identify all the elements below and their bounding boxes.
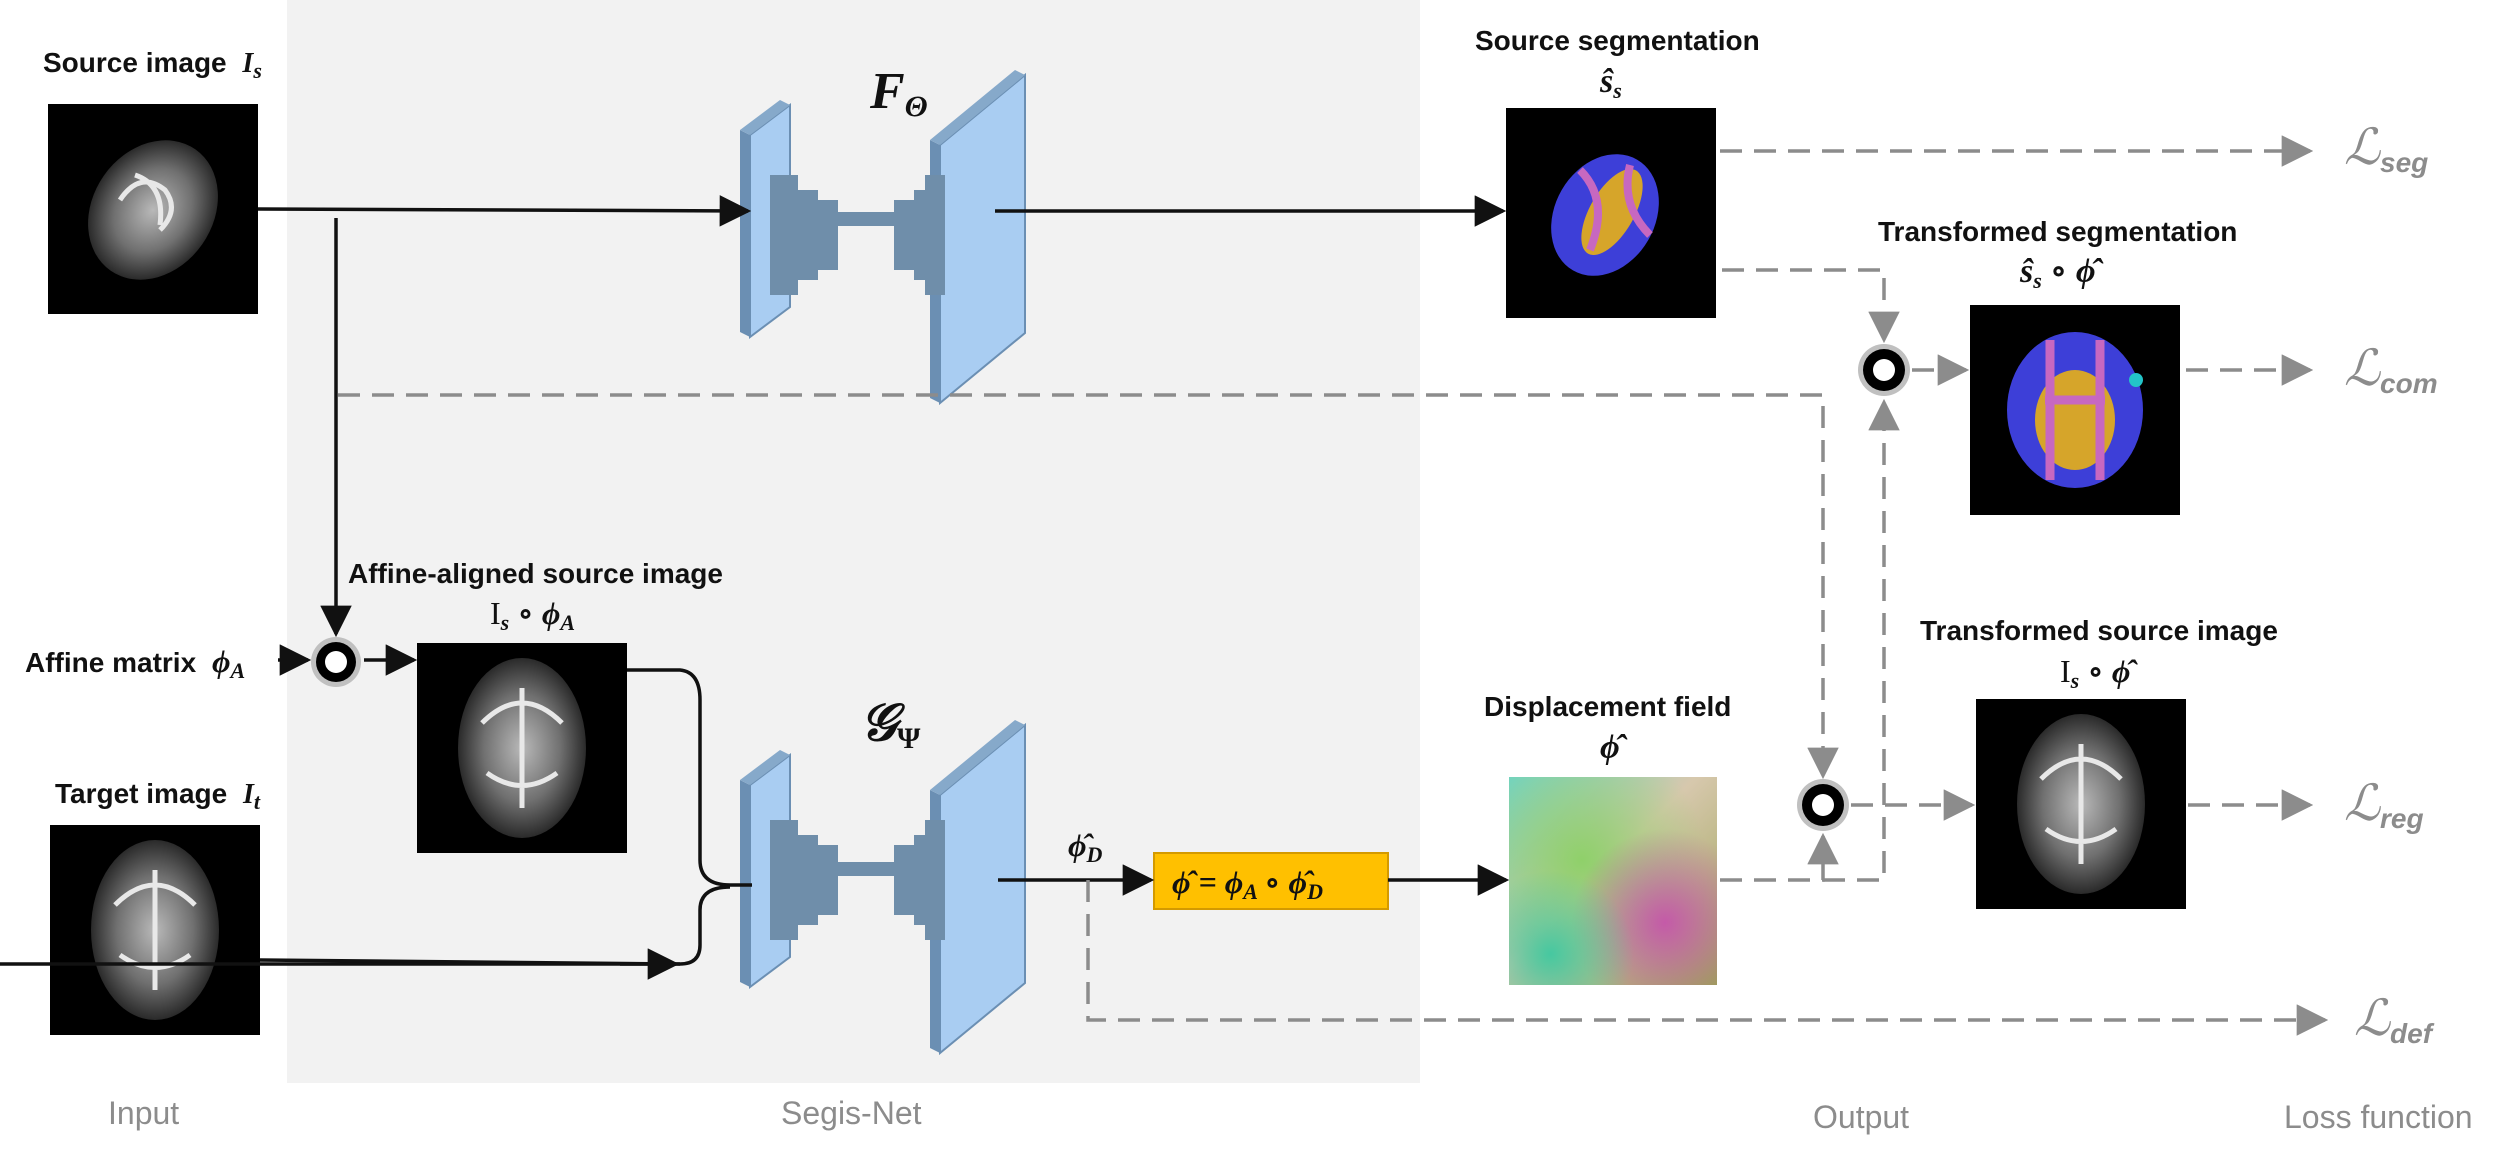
affine-matrix-label: Affine matrix ϕA (25, 643, 245, 683)
loss-com: ℒcom (2344, 340, 2438, 399)
dashed-connectors (338, 135, 2329, 1036)
segis-net-panel (287, 0, 1420, 1083)
transformed-segmentation-label: Transformed segmentation (1878, 216, 2237, 247)
transformed-segmentation-thumbnail (1970, 305, 2180, 515)
phi-composition-box (1153, 852, 1389, 910)
seg-compose-operator (1858, 344, 1910, 396)
affine-aligned-label: Affine-aligned source image (348, 558, 723, 589)
source-image-label: Source image Is (43, 47, 262, 83)
loss-seg: ℒseg (2344, 119, 2428, 178)
section-output: Output (1813, 1099, 1909, 1135)
source-image-thumbnail (48, 104, 258, 314)
section-segis-net: Segis-Net (781, 1095, 922, 1131)
f-theta-label: FΘ (869, 63, 928, 123)
target-image-label: Target image It (55, 778, 261, 814)
section-input: Input (108, 1095, 179, 1131)
source-segmentation-math: ŝs (1599, 63, 1622, 103)
displacement-field-math: ϕ̂ (1600, 729, 1628, 766)
loss-def: ℒdef (2354, 990, 2435, 1049)
transformed-source-math: Is∘ ϕ̂ (2060, 653, 2138, 693)
transformed-source-label: Transformed source image (1920, 615, 2278, 646)
affine-compose-operator (311, 637, 361, 687)
solid-connectors (0, 195, 1510, 966)
target-image-thumbnail (50, 825, 260, 1035)
section-loss-function: Loss function (2284, 1099, 2473, 1135)
phi-d-label: ϕ̂D (1068, 827, 1103, 867)
transformed-source-image-thumbnail (1976, 699, 2186, 909)
source-segmentation-label: Source segmentation (1475, 25, 1760, 56)
source-segmentation-thumbnail (1506, 108, 1716, 318)
affine-aligned-image-thumbnail (417, 643, 627, 853)
displacement-field-thumbnail (1509, 777, 1717, 985)
transformed-segmentation-math: ŝs∘ ϕ̂ (2019, 253, 2104, 293)
loss-reg: ℒreg (2344, 775, 2424, 834)
affine-aligned-math: Is∘ ϕA (490, 595, 575, 635)
g-psi-network (740, 720, 1026, 1056)
phi-composition-text: ϕ̂ = ϕA∘ ϕ̂D (1172, 864, 1323, 904)
displacement-field-label: Displacement field (1484, 691, 1731, 722)
f-theta-network (740, 70, 1026, 406)
image-compose-operator (1797, 779, 1849, 831)
